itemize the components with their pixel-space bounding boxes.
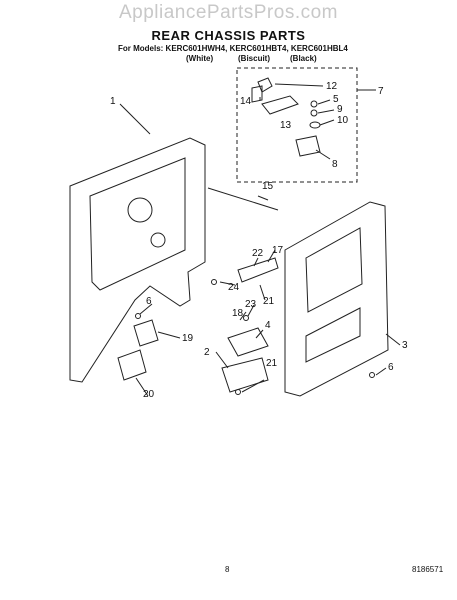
callout-10: 10 (337, 115, 349, 126)
screw-23 (243, 315, 249, 321)
callout-20: 20 (143, 389, 155, 400)
callout-14: 14 (240, 96, 252, 107)
callout-5: 5 (333, 94, 339, 105)
callout-2: 2 (204, 347, 210, 358)
part-15-rod (207, 187, 279, 211)
color-black: (Black) (290, 54, 317, 63)
watermark: AppliancePartsPros.com (118, 2, 339, 23)
part-17 (237, 257, 279, 283)
callout-3: 3 (402, 340, 408, 351)
screw-21 (235, 389, 241, 395)
callout-22: 22 (252, 248, 264, 259)
screw-6 (369, 372, 375, 378)
part-8 (295, 135, 321, 157)
callout-24: 24 (228, 282, 240, 293)
panel-hole (127, 197, 153, 223)
part-10 (309, 121, 321, 129)
callout-7: 7 (378, 86, 384, 97)
callout-19: 19 (182, 333, 194, 344)
callout-18: 18 (232, 308, 244, 319)
callout-21-lower: 21 (266, 358, 278, 369)
callout-4: 4 (265, 320, 271, 331)
part-19 (133, 319, 159, 347)
part-20 (117, 349, 147, 381)
page-number: 8 (225, 565, 230, 574)
callout-17: 17 (272, 245, 284, 256)
panel-hole-small (150, 232, 166, 248)
callout-13: 13 (280, 120, 292, 131)
part-12 (257, 77, 273, 93)
part-13 (261, 95, 299, 115)
screw-6-left (135, 313, 141, 319)
part-9 (310, 109, 318, 117)
callout-6-left: 6 (146, 296, 152, 307)
callout-23: 23 (245, 299, 257, 310)
part-4 (227, 327, 269, 357)
callout-21-upper: 21 (263, 296, 275, 307)
callout-6-right: 6 (388, 362, 394, 373)
callout-1: 1 (110, 96, 116, 107)
cover-vent-lower (305, 307, 361, 363)
part-5 (310, 100, 318, 108)
color-white: (White) (186, 54, 214, 63)
inset-box (236, 67, 358, 183)
part-2-bracket (221, 357, 269, 393)
callout-12: 12 (326, 81, 338, 92)
model-list: For Models: KERC601HWH4, KERC601HBT4, KE… (118, 44, 348, 53)
screw-24 (211, 279, 217, 285)
callout-9: 9 (337, 104, 343, 115)
part-3-back-cover (284, 201, 389, 397)
cover-vent-upper (305, 227, 363, 313)
page-title: REAR CHASSIS PARTS (151, 28, 306, 43)
part-1-rear-panel (69, 137, 206, 383)
color-biscuit: (Biscuit) (238, 54, 270, 63)
part-14 (251, 85, 263, 103)
part-number: 8186571 (412, 565, 444, 574)
panel-recess (89, 157, 186, 291)
callout-8: 8 (332, 159, 338, 170)
callout-15: 15 (262, 181, 274, 192)
